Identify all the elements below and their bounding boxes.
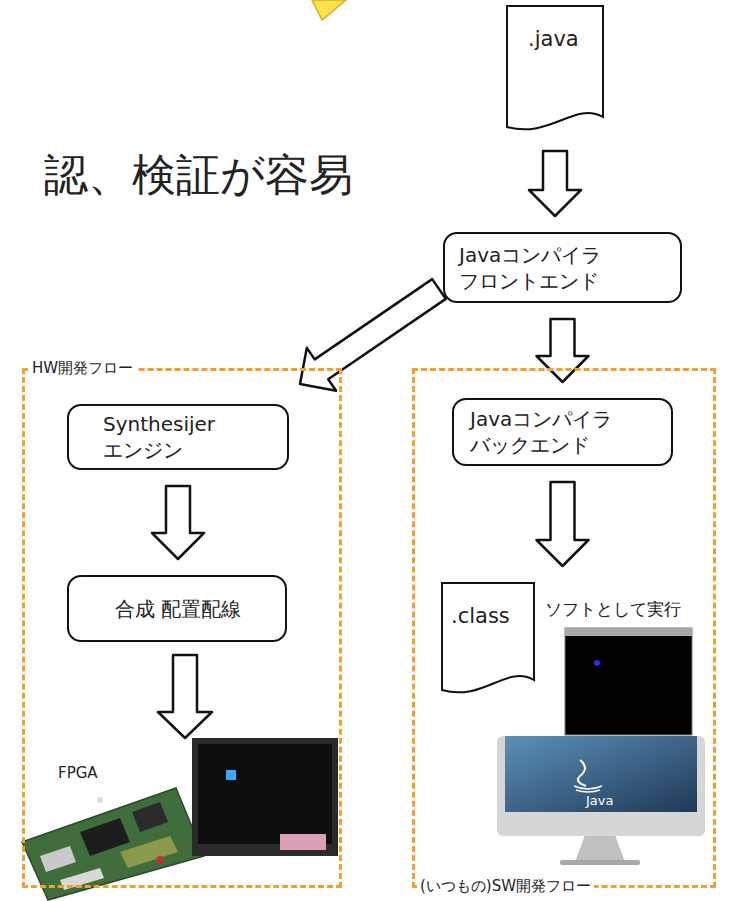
document-outline: [506, 5, 604, 135]
group-label: (いつもの)SW開発フロー: [417, 877, 594, 896]
node-label: Javaコンパイラ フロントエンド: [459, 242, 670, 294]
group-label: HW開発フロー: [29, 359, 136, 378]
caption-label: ソフトとして実行: [545, 598, 681, 621]
process-box: 合成 配置配線: [67, 575, 287, 642]
flow-arrow: [529, 151, 581, 216]
document-outline: [441, 582, 535, 698]
process-box: Javaコンパイラ フロントエンド: [443, 232, 682, 303]
fpga-board: [22, 788, 204, 900]
node-label: Synthesijer エンジン: [103, 411, 277, 463]
device-label: FPGA: [58, 764, 98, 782]
flow-arrow: [537, 319, 589, 382]
process-box: Synthesijer エンジン: [67, 404, 289, 470]
node-label: 合成 配置配線: [115, 596, 241, 622]
node-label: .java: [528, 27, 579, 51]
heading-fragment: 認、検証が容易: [44, 146, 353, 205]
node-label: .class: [451, 604, 510, 628]
flow-arrow: [152, 486, 204, 559]
document-file: .class: [441, 582, 535, 698]
monitor: [192, 738, 338, 856]
flow-arrow: [158, 655, 212, 738]
flow-arrow: [300, 279, 446, 391]
logo-text: Java: [586, 793, 613, 808]
document-file: .java: [506, 5, 604, 135]
callout-tail: [312, 0, 346, 20]
node-label: Javaコンパイラ バックエンド: [470, 406, 661, 458]
flow-group: (いつもの)SW開発フローJavaコンパイラ バックエンド.class: [412, 368, 716, 888]
app-window: [565, 628, 692, 735]
computer: [497, 736, 705, 865]
flow-arrow: [537, 482, 589, 566]
process-box: Javaコンパイラ バックエンド: [452, 398, 673, 466]
flow-group: HW開発フローSynthesijer エンジン合成 配置配線: [22, 368, 342, 888]
